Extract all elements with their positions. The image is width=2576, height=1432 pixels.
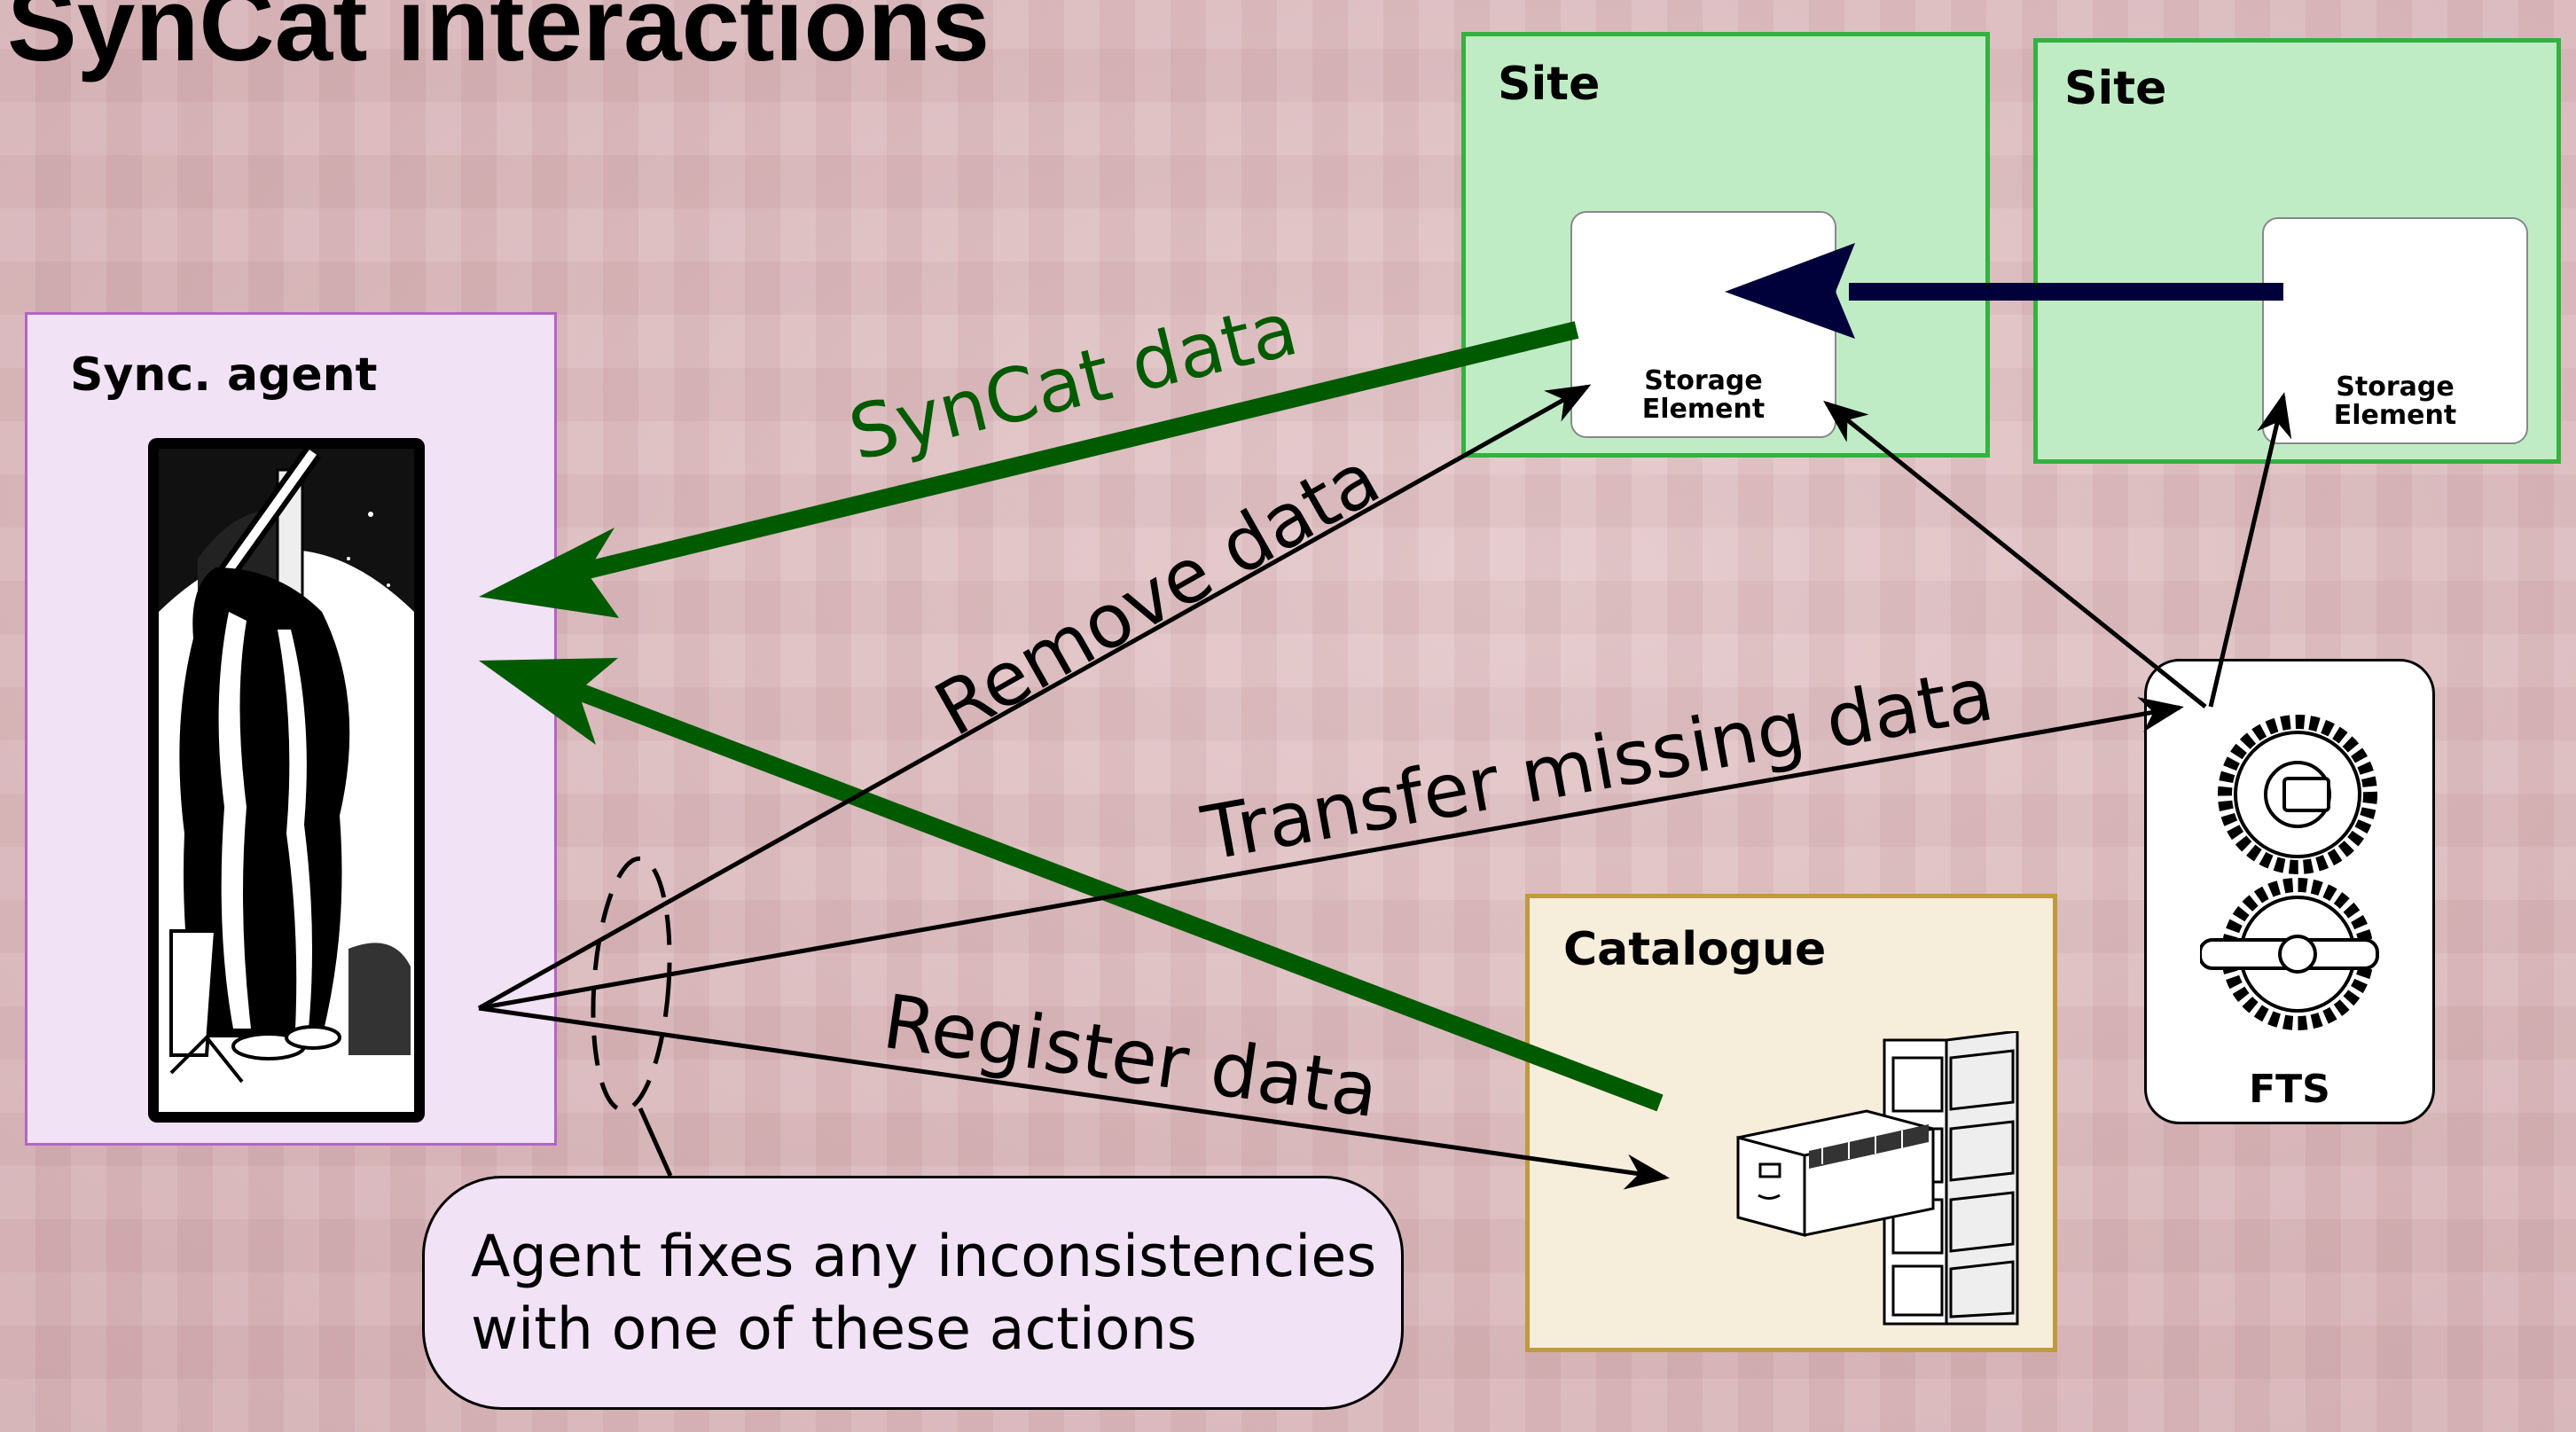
storage-element-2: Storage Element [2262,217,2528,444]
site-label-2: Site [2064,62,2167,115]
register-data-arrow [478,1006,1670,1190]
fts-to-site2-arrow [2208,392,2292,708]
note-callout: Agent fixes any inconsistencies with one… [422,1176,1404,1410]
note-connector [638,1107,673,1178]
sync-agent-box: Sync. agent [25,312,557,1146]
fts-to-site1-arrow [1823,400,2207,708]
storage-element-label-1: Storage Element [1641,365,1766,425]
fts-box: FTS [2144,659,2435,1124]
note-text: Agent fixes any inconsistencies with one… [471,1224,1377,1363]
storage-element-label-2: Storage Element [2333,372,2457,431]
syncat-data-arrow [479,321,1579,618]
storage-element-1: Storage Element [1570,211,1836,438]
actions-ellipse [591,856,672,1113]
catalogue-box: Catalogue [1525,894,2057,1352]
transfer-missing-arrow [478,697,2184,1011]
replication-arrow [1725,243,2283,339]
sync-agent-label: Sync. agent [70,348,378,402]
page-title: SynCat interactions [7,0,990,83]
astronomer-illustration [148,438,425,1123]
catalogue-label: Catalogue [1563,923,1827,976]
gears-illustration [2200,715,2379,1030]
fts-label: FTS [2249,1067,2330,1112]
site-label-1: Site [1498,58,1601,111]
site-box-2: Site Storage Element [2033,38,2561,464]
remove-data-arrow [477,384,1592,1011]
filing-cabinet-illustration [1736,1031,2019,1326]
